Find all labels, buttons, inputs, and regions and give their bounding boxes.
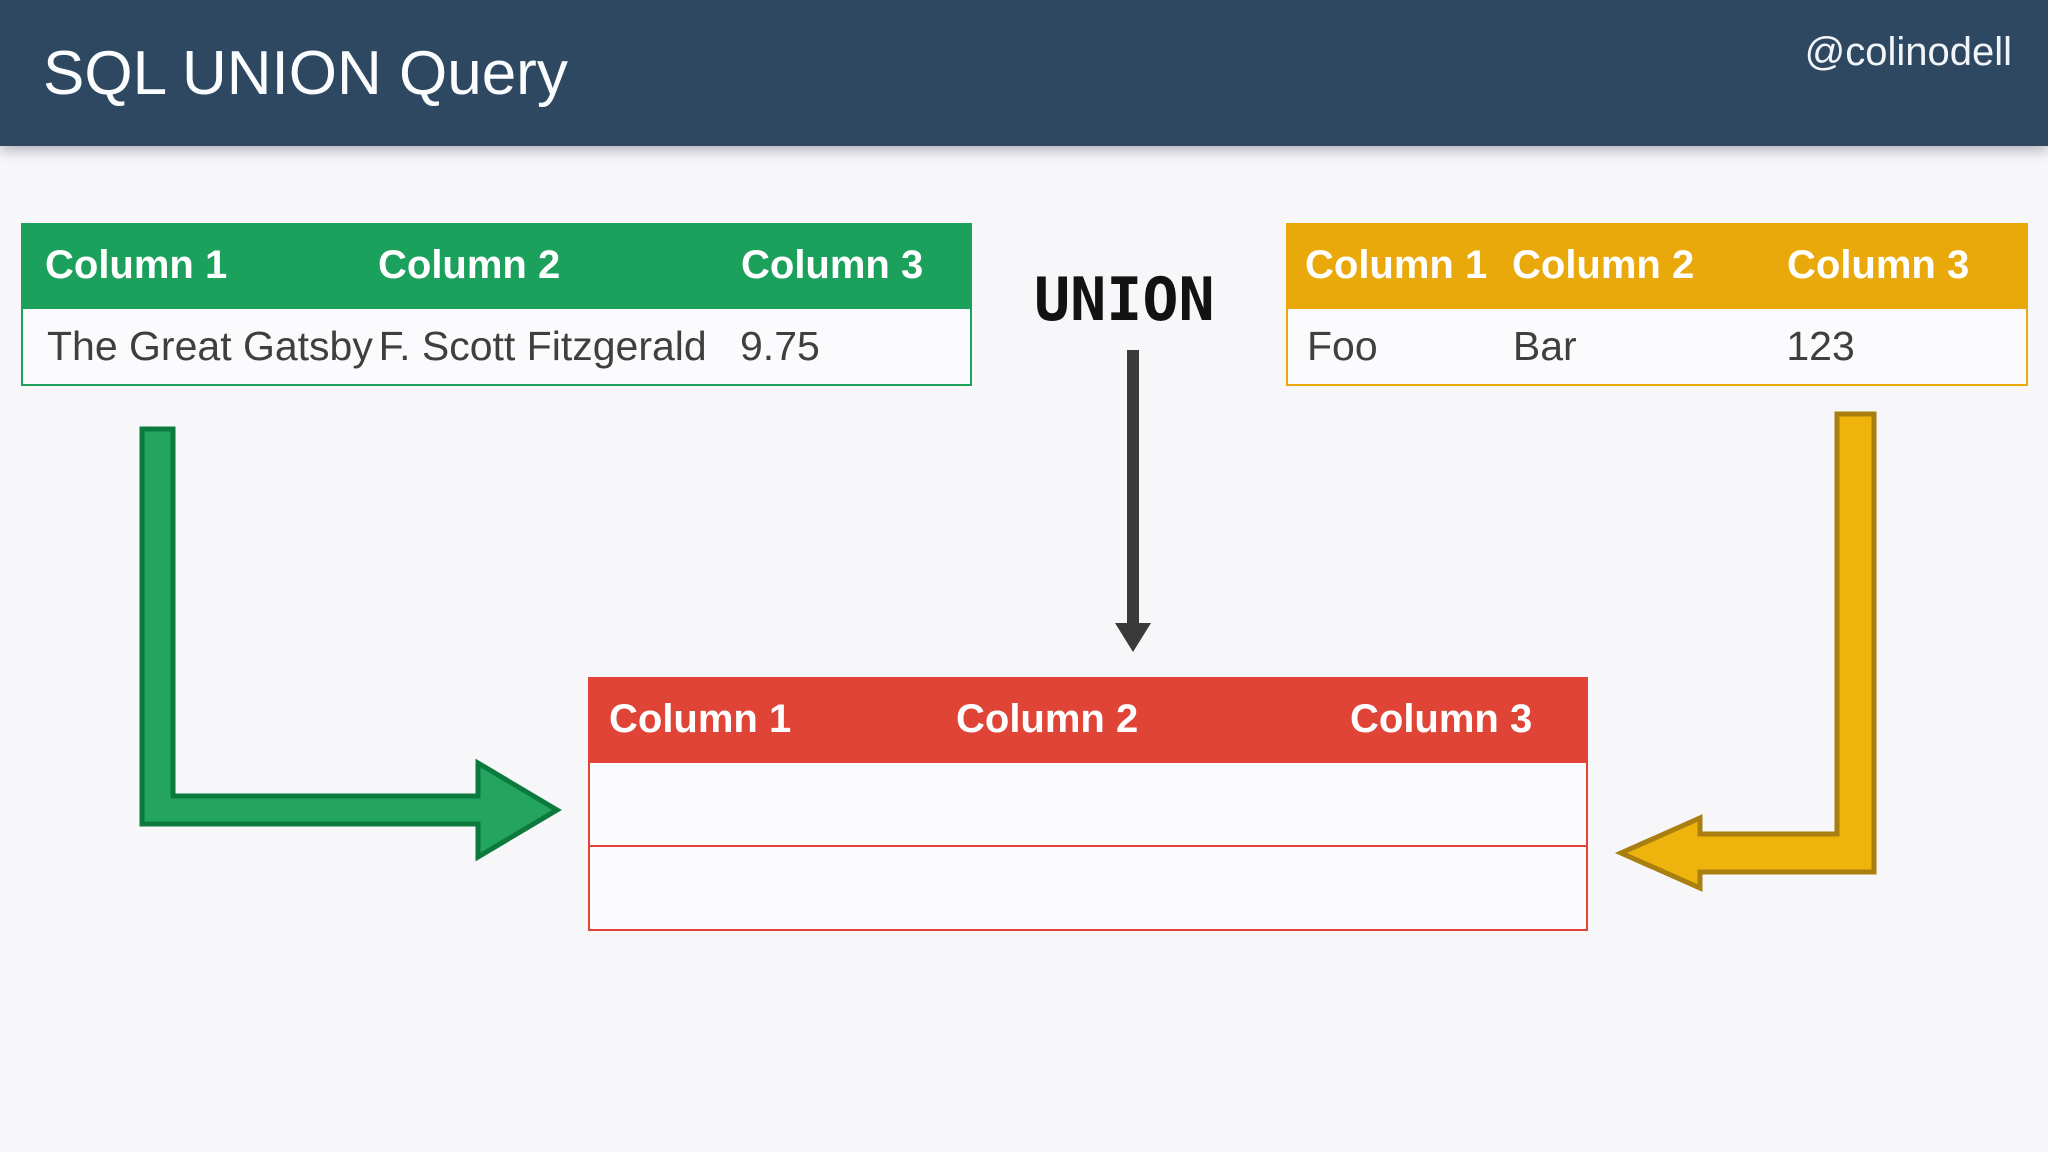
source-table-right: Column 1 Column 2 Column 3 Foo Bar 123 [1286,223,2028,386]
body-cell: The Great Gatsby [47,323,373,369]
table-header-row: Column 1 Column 2 Column 3 [588,677,1588,761]
header-cell: Column 2 [378,242,561,287]
table-body: The Great Gatsby F. Scott Fitzgerald 9.7… [21,307,972,386]
author-handle: @colinodell [1804,30,2012,74]
body-cell [957,847,1349,929]
source-table-left: Column 1 Column 2 Column 3 The Great Gat… [21,223,972,386]
body-cell: F. Scott Fitzgerald [378,323,707,369]
title-bar: SQL UNION Query [0,0,2048,146]
table-header-row: Column 1 Column 2 Column 3 [21,223,972,307]
body-cell: Bar [1512,323,1577,369]
union-down-arrow-icon [1115,350,1151,652]
body-cell [1349,763,1586,845]
header-cell: Column 1 [609,696,792,741]
body-cell [1349,847,1586,929]
green-elbow-arrow-icon [139,426,562,862]
table-body: Foo Bar 123 [1286,307,2028,386]
header-cell: Column 2 [956,696,1139,741]
table-row: The Great Gatsby F. Scott Fitzgerald 9.7… [23,309,970,384]
body-cell: 123 [1786,323,1855,369]
header-cell: Column 1 [1305,242,1488,287]
header-cell: Column 2 [1512,242,1695,287]
table-row: Foo Bar 123 [1288,309,2026,384]
header-cell: Column 3 [1787,242,1970,287]
header-cell: Column 3 [1350,696,1533,741]
union-keyword-label: UNION [1034,265,1215,335]
body-cell [957,763,1349,845]
table-body [588,761,1588,931]
result-table: Column 1 Column 2 Column 3 [588,677,1588,931]
yellow-elbow-arrow-icon [1614,411,1877,892]
table-row [590,847,1586,929]
body-cell: 9.75 [740,323,820,369]
table-row [590,763,1586,847]
header-cell: Column 3 [741,242,924,287]
header-cell: Column 1 [45,242,228,287]
table-header-row: Column 1 Column 2 Column 3 [1286,223,2028,307]
body-cell [590,847,957,929]
body-cell: Foo [1307,323,1378,369]
page-title: SQL UNION Query [43,38,568,108]
body-cell [590,763,957,845]
